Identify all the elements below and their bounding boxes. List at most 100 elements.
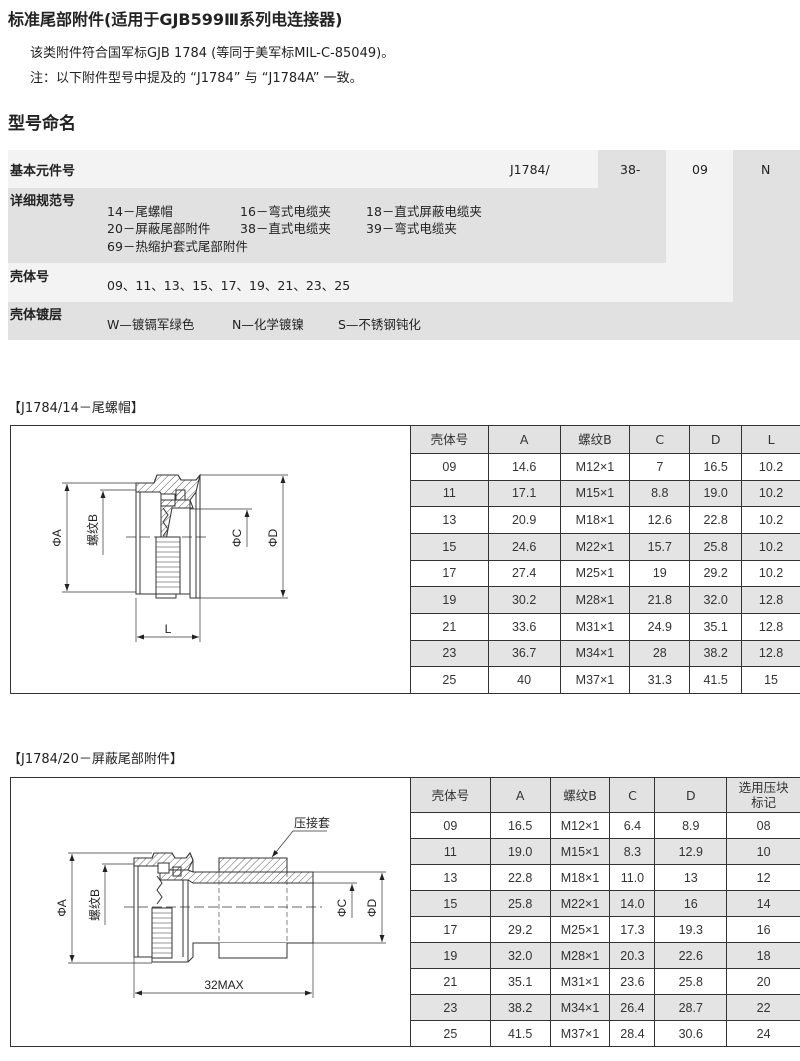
table-cell: 26.4 <box>609 994 656 1021</box>
shell-sizes: 09、11、13、15、17、19、21、23、25 <box>107 278 351 293</box>
column-header: D <box>654 777 728 813</box>
table-cell: 8.3 <box>609 838 656 865</box>
table-cell: 12.8 <box>741 612 800 641</box>
table-cell: 13 <box>654 864 728 891</box>
table-cell: 16.5 <box>489 812 551 839</box>
table-cell: 17.1 <box>487 479 561 508</box>
table-cell: 10 <box>726 838 800 865</box>
table-cell: 20.3 <box>609 942 656 969</box>
table-cell: 8.9 <box>654 812 728 839</box>
crimp-sleeve-label: 压接套 <box>294 815 330 830</box>
table-cell: 28.7 <box>654 994 728 1021</box>
spec-item: 69－热缩护套式尾部附件 <box>107 239 248 254</box>
column-header: 壳体号 <box>410 777 491 813</box>
spec-label: 详细规范号 <box>10 194 76 209</box>
table-cell: 31.3 <box>629 666 691 694</box>
dim-label-a: ΦA <box>55 899 69 917</box>
table-cell: 19.0 <box>689 479 743 508</box>
table-cell: 25 <box>410 666 489 694</box>
table-cell: M34×1 <box>549 994 611 1021</box>
shell-label: 壳体号 <box>10 270 50 285</box>
table-cell: 16 <box>654 890 728 917</box>
table-cell: 41.5 <box>489 1020 551 1047</box>
table-cell: 24.9 <box>629 612 691 641</box>
table-cell: 25 <box>410 1020 491 1047</box>
table-cell: M12×1 <box>559 453 631 481</box>
spec-item: 39－弯式电缆夹 <box>366 221 457 236</box>
table-cell: 35.1 <box>489 968 551 995</box>
column-header: D <box>689 425 743 454</box>
table-cell: M15×1 <box>549 838 611 865</box>
table-cell: M15×1 <box>559 479 631 508</box>
table-cell: 30.2 <box>487 586 561 614</box>
table-cell: M18×1 <box>559 506 631 534</box>
section1-frame <box>10 425 800 694</box>
tail-nut-drawing <box>62 473 288 642</box>
dim-label-b: 螺纹B <box>86 514 100 546</box>
table-cell: 15 <box>410 532 489 561</box>
table-cell: 15 <box>410 890 491 917</box>
naming-heading: 型号命名 <box>8 114 76 134</box>
section2-title: 【J1784/20－屏蔽尾部附件】 <box>8 752 183 767</box>
table-cell: 22.8 <box>689 506 743 534</box>
column-header: 螺纹B <box>549 777 611 813</box>
column-header: 螺纹B <box>559 425 631 454</box>
plating-item: N—化学镀镍 <box>232 317 304 332</box>
table-cell: 27.4 <box>487 559 561 588</box>
example-shell: 09 <box>692 162 708 177</box>
table-cell: 25.8 <box>489 890 551 917</box>
table-cell: 10.2 <box>741 479 800 508</box>
table-cell: 15.7 <box>629 532 691 561</box>
table-cell: M34×1 <box>559 639 631 668</box>
dim-label-l: L <box>165 622 172 636</box>
table-cell: 19.3 <box>654 916 728 943</box>
table-cell: 14 <box>726 890 800 917</box>
column-header: C <box>609 777 656 813</box>
intro-standard: 该类附件符合国军标GJB 1784 (等同于美军标MIL-C-85049)。 <box>30 46 395 61</box>
table-cell: 32.0 <box>689 586 743 614</box>
spec-item: 14－尾螺帽 <box>107 204 173 219</box>
section2-frame <box>10 777 800 1047</box>
table-cell: 16 <box>726 916 800 943</box>
table-cell: 22 <box>726 994 800 1021</box>
table-cell: 11 <box>410 838 491 865</box>
intro-note: 注：以下附件型号中提及的 “J1784” 与 “J1784A” 一致。 <box>30 71 363 86</box>
table-cell: 17.3 <box>609 916 656 943</box>
column-header: L <box>741 425 800 454</box>
table-cell: 10.2 <box>741 506 800 534</box>
table-cell: 08 <box>726 812 800 839</box>
table-cell: M18×1 <box>549 864 611 891</box>
table-cell: 22.6 <box>654 942 728 969</box>
table-cell: 21 <box>410 612 489 641</box>
table-cell: 25.8 <box>654 968 728 995</box>
table-cell: 7 <box>629 453 691 481</box>
dim-label-c: ΦC <box>335 899 349 918</box>
dim-label-b: 螺纹B <box>88 889 102 921</box>
example-spec: 38- <box>620 162 641 177</box>
table-cell: 20 <box>726 968 800 995</box>
dim-label-d: ΦD <box>266 529 280 548</box>
plating-item: W—镀镉军绿色 <box>107 317 195 332</box>
table-cell: 09 <box>410 453 489 481</box>
table-cell: M22×1 <box>559 532 631 561</box>
table-cell: 10.2 <box>741 532 800 561</box>
column-header: C <box>629 425 691 454</box>
table-cell: 12.9 <box>654 838 728 865</box>
table-cell: 30.6 <box>654 1020 728 1047</box>
